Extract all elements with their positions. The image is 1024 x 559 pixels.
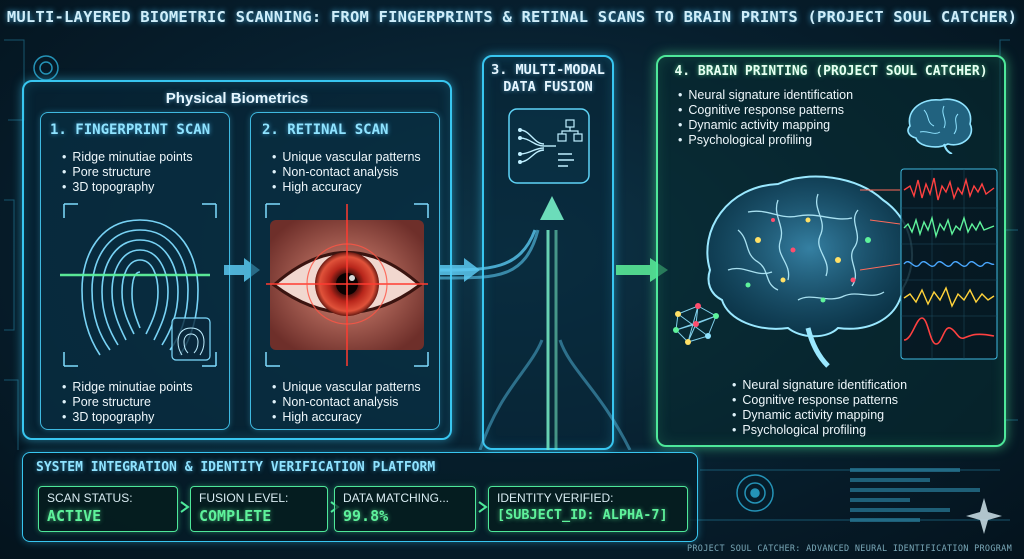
- data-matching-value: 99.8%: [343, 507, 389, 525]
- eye-icon: [265, 203, 429, 367]
- list-item: Unique vascular patterns: [272, 150, 420, 165]
- scan-status-box: SCAN STATUS: ACTIVE: [38, 486, 178, 532]
- leader-lines: [860, 189, 901, 271]
- footer-text: PROJECT SOUL CATCHER: ADVANCED NEURAL ID…: [686, 544, 1012, 554]
- eeg-waveform-panel: [900, 168, 998, 360]
- flow-lines: [440, 196, 632, 450]
- identity-verified-box: IDENTITY VERIFIED: [SUBJECT_ID: ALPHA-7]: [488, 486, 688, 532]
- data-fusion-icon: [508, 108, 590, 184]
- physical-biometrics-title: Physical Biometrics: [165, 90, 309, 107]
- scan-status-label: SCAN STATUS:: [47, 491, 133, 505]
- list-item: High accuracy: [272, 410, 421, 425]
- fingerprint-bullets-top: Ridge minutiae points Pore structure 3D …: [62, 150, 193, 195]
- brain-icon: [907, 98, 973, 154]
- data-fusion-title: 3. MULTI-MODAL DATA FUSION: [482, 62, 614, 96]
- arrow-right-icon: [616, 258, 668, 282]
- brain-printing-title: 4. BRAIN PRINTING (PROJECT SOUL CATCHER): [674, 64, 988, 79]
- list-item: Non-contact analysis: [272, 165, 421, 180]
- retinal-bullets-top: Unique vascular patterns Non-contact ana…: [272, 150, 421, 195]
- list-item: Pore structure: [62, 395, 193, 410]
- list-item: Ridge minutiae points: [62, 150, 192, 165]
- fusion-level-label: FUSION LEVEL:: [199, 491, 289, 505]
- data-fusion-title-line1: 3. MULTI-MODAL: [491, 62, 605, 78]
- circuit-ring: [33, 55, 59, 81]
- sparkle-icon: [966, 498, 1002, 534]
- fingerprint-icon: [60, 203, 217, 367]
- list-item: Psychological profiling: [732, 423, 907, 438]
- neural-network-icon: [673, 303, 719, 345]
- data-matching-box: DATA MATCHING... 99.8%: [334, 486, 476, 532]
- list-item: Unique vascular patterns: [272, 380, 420, 395]
- list-item: Ridge minutiae points: [62, 380, 192, 395]
- list-item: Cognitive response patterns: [732, 393, 907, 408]
- retinal-bullets-bottom: Unique vascular patterns Non-contact ana…: [272, 380, 421, 425]
- brain-scan-icon: [706, 175, 914, 368]
- page-title: MULTI-LAYERED BIOMETRIC SCANNING: FROM F…: [6, 8, 1018, 26]
- list-item: High accuracy: [272, 180, 421, 195]
- list-item: Psychological profiling: [678, 133, 853, 148]
- fusion-level-box: FUSION LEVEL: COMPLETE: [190, 486, 328, 532]
- fusion-level-value: COMPLETE: [199, 507, 272, 525]
- identity-verified-label: IDENTITY VERIFIED:: [497, 491, 614, 505]
- platform-title: SYSTEM INTEGRATION & IDENTITY VERIFICATI…: [36, 460, 436, 475]
- list-item: Non-contact analysis: [272, 395, 421, 410]
- arrow-right-icon: [440, 258, 480, 282]
- list-item: Cognitive response patterns: [678, 103, 853, 118]
- fingerprint-title: 1. FINGERPRINT SCAN: [50, 122, 211, 138]
- brain-bullets-top: Neural signature identification Cognitiv…: [678, 88, 853, 148]
- chevron-right-icon: [180, 501, 190, 513]
- list-item: 3D topography: [62, 180, 193, 195]
- data-fusion-title-line2: DATA FUSION: [503, 79, 593, 95]
- list-item: Neural signature identification: [678, 88, 853, 103]
- retinal-title: 2. RETINAL SCAN: [262, 122, 389, 138]
- scan-status-value: ACTIVE: [47, 507, 102, 525]
- identity-verified-value: [SUBJECT_ID: ALPHA-7]: [497, 507, 668, 523]
- data-matching-label: DATA MATCHING...: [343, 491, 450, 505]
- fingerprint-bullets-bottom: Ridge minutiae points Pore structure 3D …: [62, 380, 193, 425]
- list-item: 3D topography: [62, 410, 193, 425]
- list-item: Dynamic activity mapping: [678, 118, 853, 133]
- list-item: Dynamic activity mapping: [732, 408, 907, 423]
- list-item: Pore structure: [62, 165, 193, 180]
- list-item: Neural signature identification: [732, 378, 907, 393]
- chevron-right-icon: [478, 501, 488, 513]
- brain-bullets-bottom: Neural signature identification Cognitiv…: [732, 378, 907, 438]
